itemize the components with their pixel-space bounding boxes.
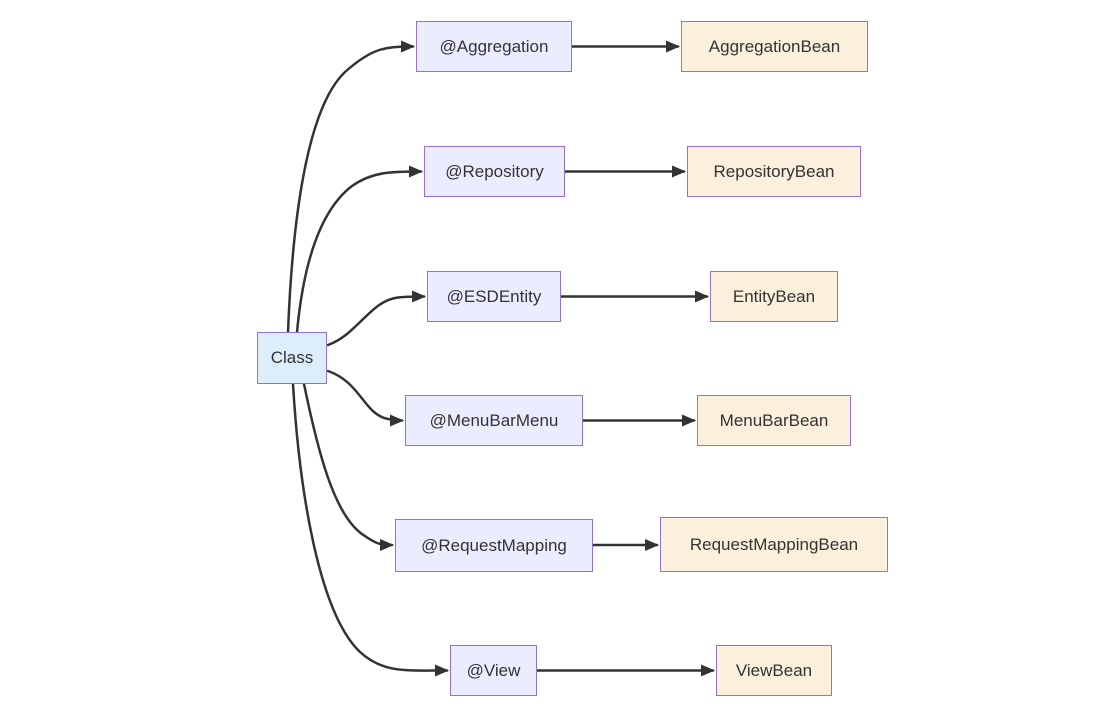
- node-bean-requestmapping: RequestMappingBean: [660, 517, 888, 572]
- node-annotation-esdentity-label: @ESDEntity: [446, 286, 542, 306]
- node-annotation-requestmapping-label: @RequestMapping: [421, 535, 567, 555]
- edge-class-to-aggregation: [286, 40, 415, 334]
- node-annotation-aggregation: @Aggregation: [416, 21, 572, 72]
- node-annotation-repository-label: @Repository: [445, 161, 544, 181]
- node-bean-aggregation-label: AggregationBean: [708, 36, 841, 56]
- node-bean-requestmapping-label: RequestMappingBean: [689, 534, 859, 554]
- edge-class-to-esdentity: [326, 290, 426, 347]
- node-class-label: Class: [270, 348, 314, 367]
- node-annotation-menubarmenu-label: @MenuBarMenu: [429, 410, 559, 430]
- node-bean-entity: EntityBean: [710, 271, 838, 322]
- node-annotation-esdentity: @ESDEntity: [427, 271, 561, 322]
- edge-class-to-menubarmenu: [326, 369, 404, 427]
- node-annotation-aggregation-label: @Aggregation: [439, 36, 549, 56]
- node-bean-repository-label: RepositoryBean: [713, 161, 835, 181]
- edge-class-to-requestmapping: [302, 382, 394, 551]
- node-annotation-repository: @Repository: [424, 146, 565, 197]
- node-bean-aggregation: AggregationBean: [681, 21, 868, 72]
- node-annotation-menubarmenu: @MenuBarMenu: [405, 395, 583, 446]
- node-annotation-view-label: @View: [466, 660, 521, 680]
- node-annotation-view: @View: [450, 645, 537, 696]
- edge-class-to-view: [291, 382, 449, 677]
- node-bean-menubar: MenuBarBean: [697, 395, 851, 446]
- node-bean-view: ViewBean: [716, 645, 832, 696]
- node-bean-repository: RepositoryBean: [687, 146, 861, 197]
- node-bean-view-label: ViewBean: [735, 660, 813, 680]
- node-class: Class: [257, 332, 327, 384]
- node-bean-menubar-label: MenuBarBean: [719, 410, 829, 430]
- node-bean-entity-label: EntityBean: [732, 286, 816, 306]
- node-annotation-requestmapping: @RequestMapping: [395, 519, 593, 572]
- edge-class-to-repository: [295, 165, 423, 334]
